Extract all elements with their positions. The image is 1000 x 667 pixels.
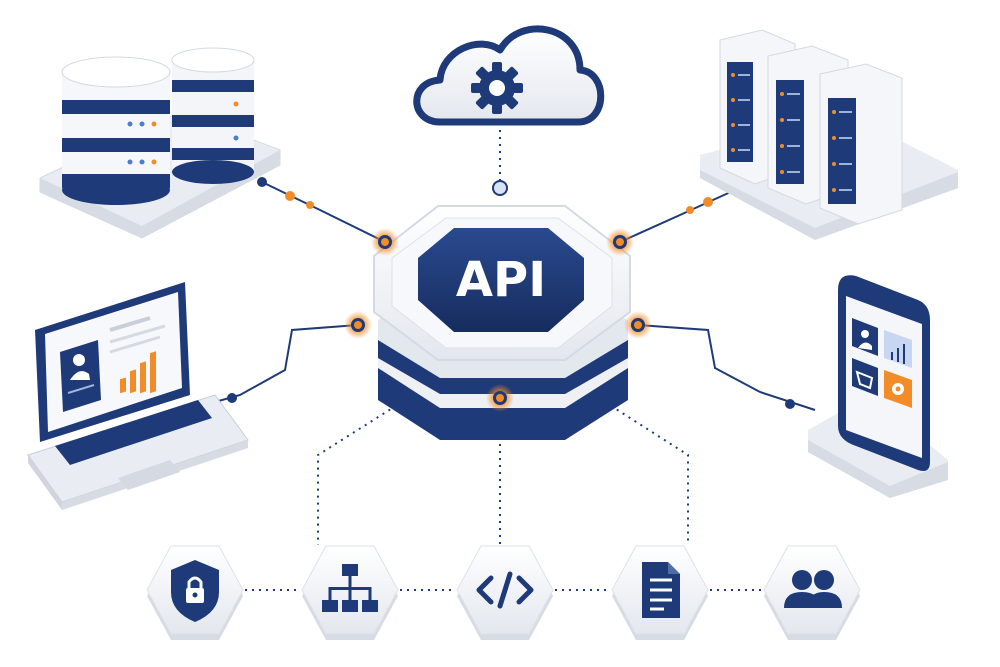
- feature-users: [763, 545, 861, 640]
- code-icon: [476, 571, 534, 609]
- link-dot: [703, 197, 713, 207]
- database-icon: [171, 47, 255, 184]
- hub-glow-dots: [344, 228, 652, 412]
- hub-label: API: [456, 252, 546, 308]
- users-icon: [784, 570, 842, 608]
- hub-badge: [418, 228, 584, 332]
- connector-hub-security: [317, 401, 403, 545]
- server-rack-node: [700, 29, 958, 240]
- link-dot: [492, 180, 508, 196]
- api-hub: API: [344, 205, 652, 440]
- laptop-keyboard: [55, 400, 212, 465]
- server-icon: [719, 29, 903, 225]
- laptop-dashboard-node: [27, 282, 249, 510]
- sitemap-icon: [322, 564, 378, 612]
- app-tile-cart: [852, 358, 878, 396]
- shield-lock-icon: [171, 560, 219, 622]
- connector-hub-server: [619, 189, 736, 243]
- link-dot: [306, 201, 314, 209]
- mobile-app-node: [808, 275, 948, 498]
- connector-hub-mobile: [637, 324, 816, 411]
- link-dot: [285, 191, 295, 201]
- connector-hub-users: [604, 401, 689, 545]
- cloud-settings-node: [413, 25, 605, 126]
- bar-chart-icon: [120, 351, 156, 394]
- laptop-trackpad: [118, 460, 180, 490]
- feature-documentation: [611, 545, 709, 640]
- laptop-icon: [27, 282, 249, 510]
- link-dot: [785, 399, 795, 409]
- smartphone-icon: [838, 275, 930, 471]
- avatar: [73, 354, 85, 366]
- database-cluster-node: [39, 47, 281, 239]
- link-dot: [257, 177, 267, 187]
- connector-hub-laptop: [214, 324, 359, 403]
- feature-hierarchy: [301, 545, 399, 640]
- connector-hub-database: [261, 181, 386, 243]
- feature-security: [146, 545, 244, 640]
- database-icon: [61, 56, 171, 205]
- gear-icon: [471, 62, 523, 114]
- document-icon: [642, 562, 680, 618]
- link-dot: [686, 206, 694, 214]
- link-dot: [227, 393, 237, 403]
- feature-code: [456, 545, 554, 640]
